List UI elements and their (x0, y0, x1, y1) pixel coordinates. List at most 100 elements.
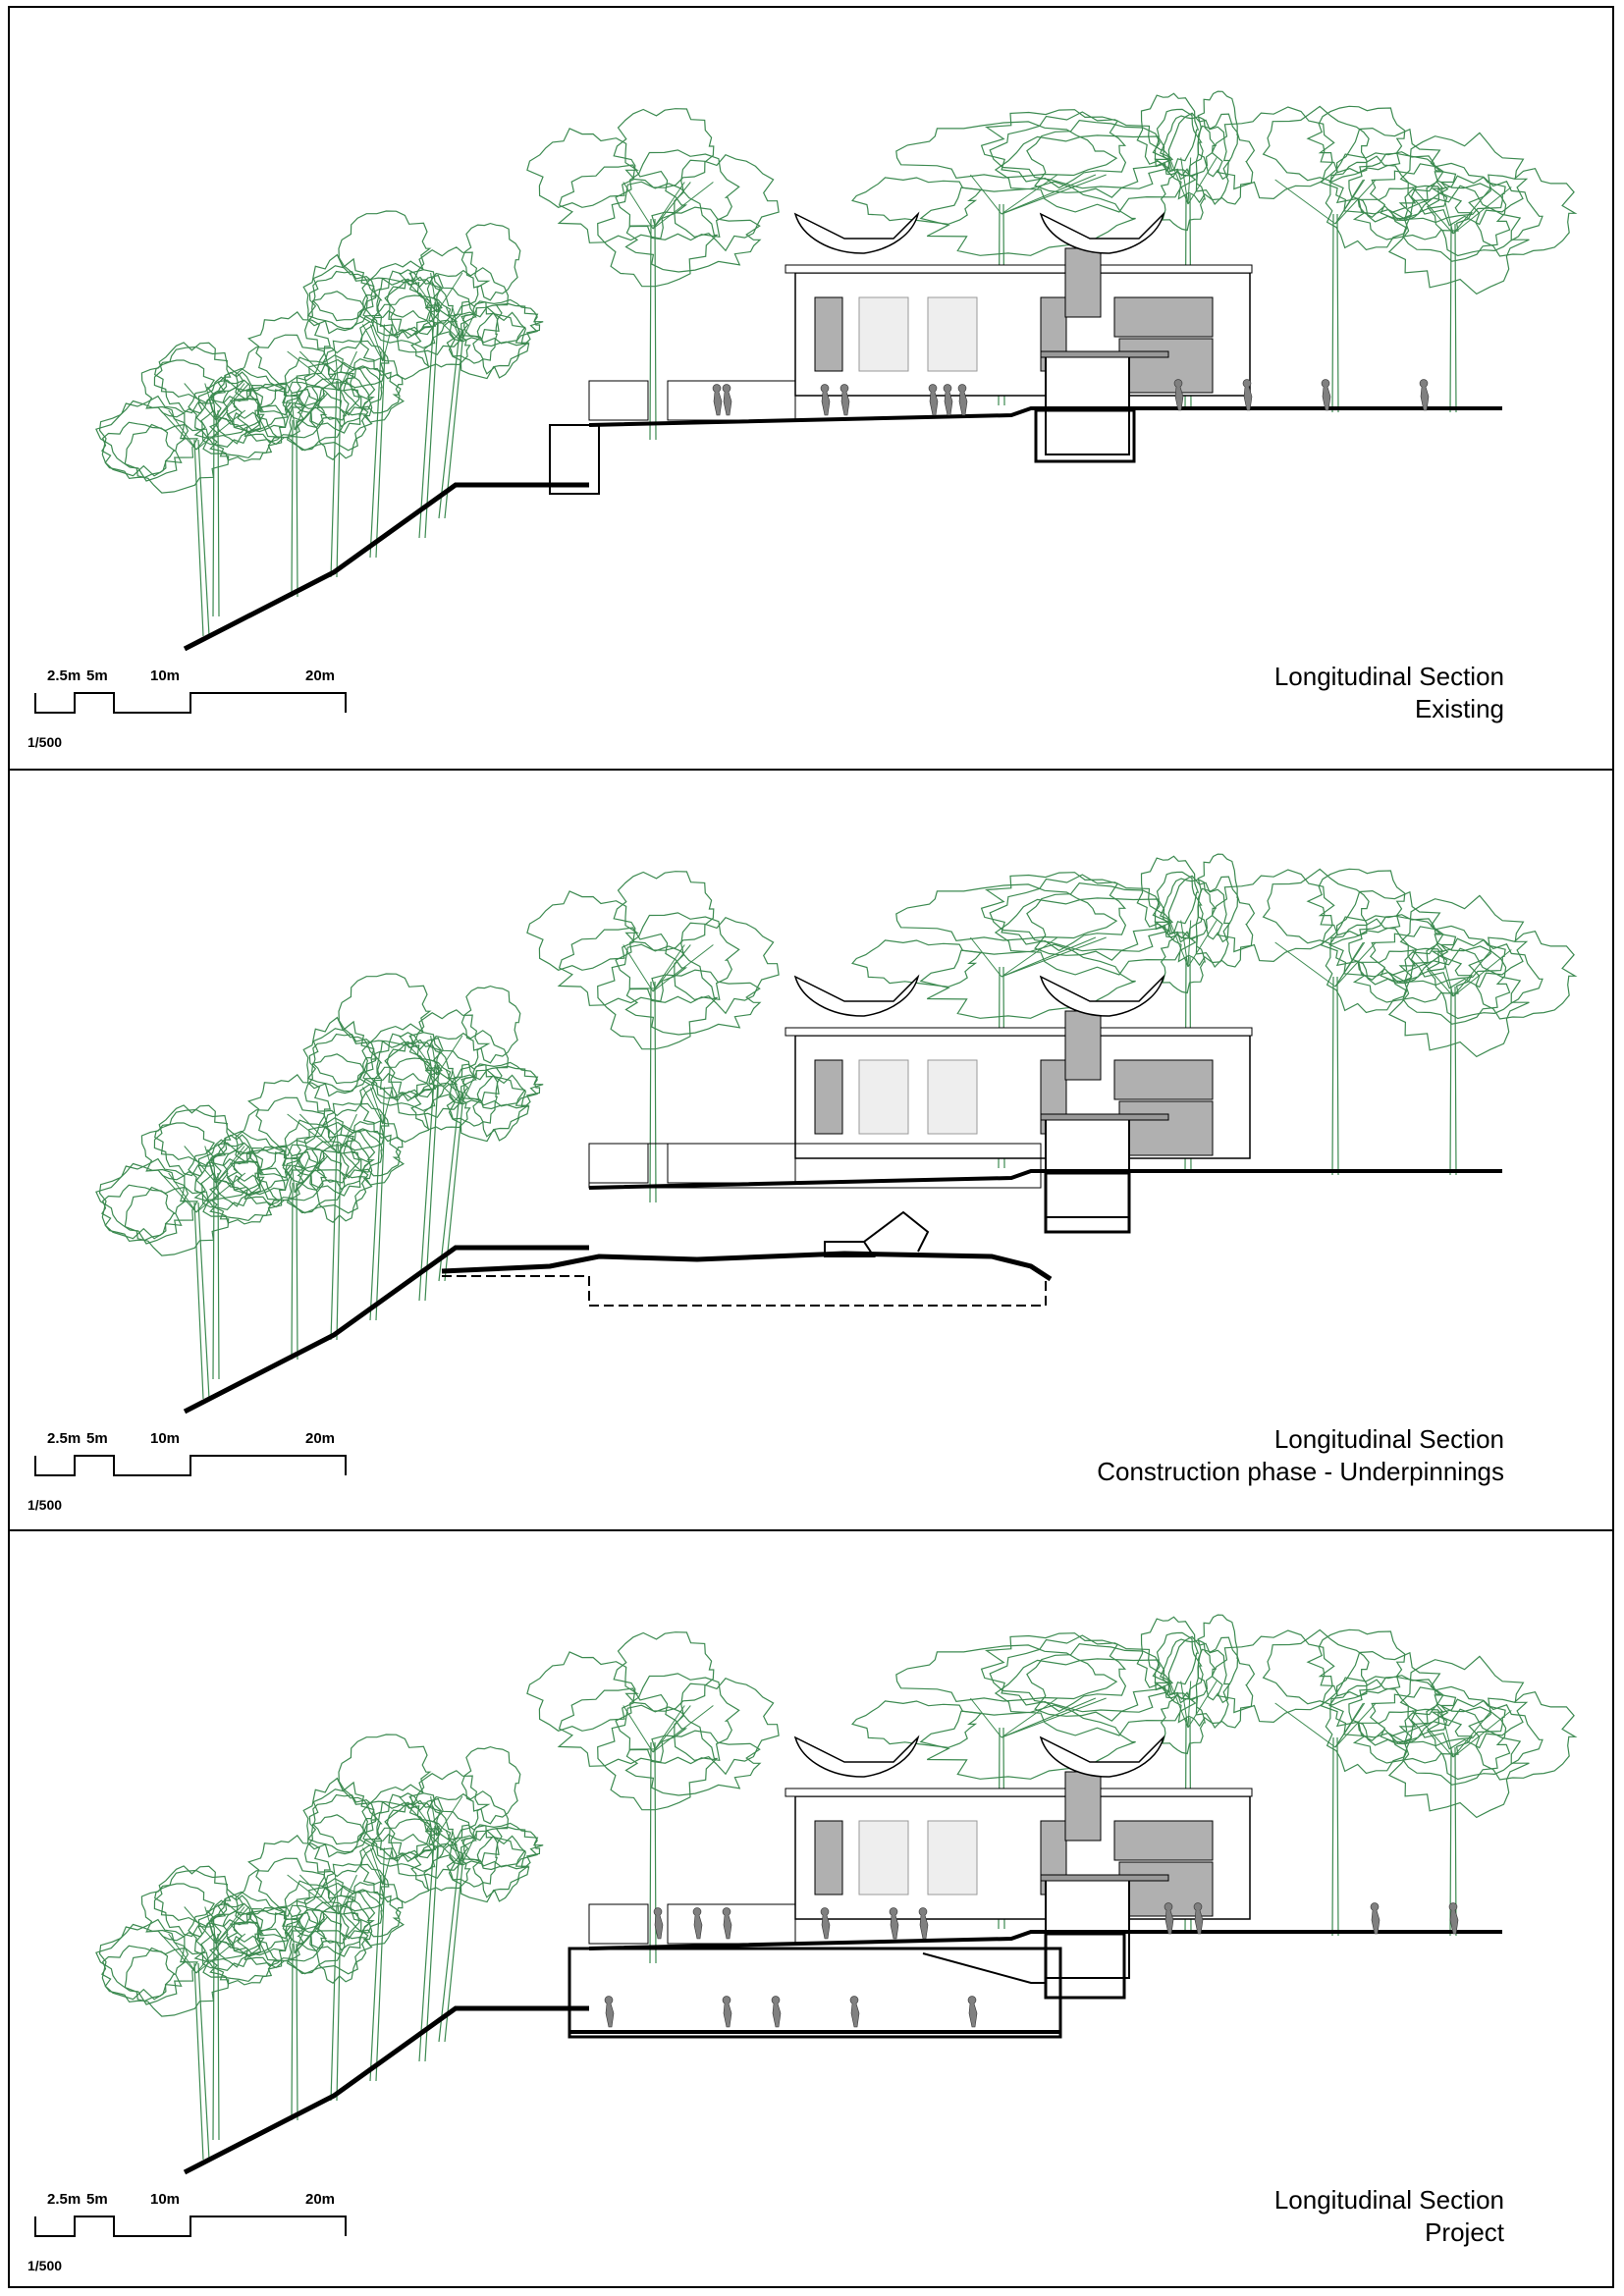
tree-branch (369, 1087, 384, 1125)
tree-branch (1187, 157, 1192, 205)
tree-branch (291, 1916, 296, 1954)
tree-foliage (1399, 1655, 1529, 1750)
ground-slope (183, 482, 589, 652)
tree-foliage (460, 985, 521, 1064)
section-drawing (95, 90, 1578, 652)
tree-foliage (1426, 937, 1543, 1020)
person-figure (820, 384, 831, 416)
tree-foliage (1197, 1614, 1239, 1704)
tree-foliage (1348, 1676, 1448, 1746)
tree-foliage (370, 294, 459, 349)
tree-branch (623, 944, 654, 992)
tree-foliage (384, 274, 477, 356)
tree-foliage (1136, 1616, 1200, 1697)
tree-foliage (235, 1857, 337, 1940)
person-figure (1370, 1902, 1380, 1935)
tree-foliage (98, 400, 188, 477)
tree-branch (361, 1847, 384, 1886)
tree-branch (1187, 157, 1218, 205)
tree-foliage (624, 969, 762, 1036)
tree-foliage (1390, 179, 1511, 262)
tree-branch (1334, 179, 1377, 225)
tree (153, 342, 303, 617)
tree (526, 1631, 780, 1964)
tree (1136, 1614, 1256, 1935)
tree-foliage (154, 1108, 244, 1167)
tree-trunk (330, 380, 342, 578)
tree-branch (338, 1113, 357, 1154)
tree-foliage (209, 411, 280, 462)
tree-branch (436, 272, 463, 313)
low-wall (588, 1903, 649, 1945)
tree-foliage (339, 1128, 406, 1186)
scale-label: 10m (150, 2191, 181, 2208)
scale-label: 2.5m (47, 667, 81, 684)
tree-foliage (296, 1882, 383, 1940)
low-wall (667, 1143, 796, 1184)
tree-foliage (321, 1102, 390, 1151)
tree-foliage (1328, 127, 1443, 221)
tree-branch (298, 1874, 340, 1915)
tree-foliage (1160, 931, 1206, 994)
tree-foliage (153, 342, 232, 414)
entrance-canopy (1040, 1874, 1169, 1882)
tree-trunk (291, 1943, 298, 2121)
scale-bar-line (34, 2216, 347, 2237)
tree-branch (338, 350, 357, 392)
tree-branch (382, 1087, 394, 1125)
tree-branch (424, 1830, 462, 1866)
tree-branch (215, 1146, 245, 1184)
tree-branch (652, 182, 691, 230)
tree-branch (382, 1087, 385, 1125)
tree-branch (652, 182, 685, 230)
title-line-2: Project (1425, 2217, 1504, 2247)
tree (153, 1865, 303, 2141)
tree-foliage (1197, 853, 1239, 943)
tree-branch (1001, 174, 1107, 215)
tree-branch (287, 1113, 340, 1154)
tree-foliage (1390, 941, 1511, 1025)
tree-foliage (282, 1117, 360, 1192)
tree-branch (204, 1906, 217, 1945)
tree-foliage (1369, 925, 1506, 987)
tree-branch (1001, 1697, 1097, 1738)
person-figure (943, 384, 953, 416)
person-figure (957, 384, 968, 416)
section-title: Longitudinal Section Existing (1274, 661, 1504, 725)
title-line-1: Longitudinal Section (1273, 2185, 1504, 2215)
tree-foliage (1154, 1631, 1204, 1700)
tree-trunk (418, 301, 440, 539)
facade-panel (814, 1820, 843, 1896)
tree-foliage (989, 111, 1174, 189)
tree-foliage (557, 164, 688, 243)
tree-branch (291, 393, 296, 431)
tree-branch (204, 383, 217, 421)
tree-foliage (1426, 175, 1543, 257)
retaining-wall (549, 424, 600, 495)
tree-foliage (1026, 119, 1170, 198)
tree-foliage (613, 1631, 715, 1712)
tree-branch (1452, 187, 1492, 235)
scale-label: 5m (86, 667, 108, 684)
facade-panel (1118, 1100, 1214, 1156)
tree-foliage (370, 1818, 459, 1873)
tree-foliage (294, 1885, 376, 1957)
tree-branch (1168, 157, 1189, 205)
tree-foliage (1136, 92, 1200, 174)
tree-foliage (446, 1830, 530, 1903)
tree-foliage (296, 358, 383, 416)
tree-foliage (282, 354, 360, 429)
tree-foliage (1390, 1702, 1511, 1786)
tree-branch (215, 1906, 250, 1945)
tree-branch (369, 324, 384, 362)
tree-foliage (1426, 1698, 1543, 1781)
tree-foliage (95, 1157, 198, 1245)
entrance-canopy (1040, 1113, 1169, 1121)
tree-branch (652, 1705, 691, 1753)
tree-foliage (1166, 1635, 1231, 1728)
tree-branch (294, 393, 326, 431)
low-wall (588, 1143, 649, 1184)
tree-trunk (418, 1825, 440, 2062)
tree-foliage (309, 1903, 369, 1984)
tree-branch (1412, 1710, 1454, 1758)
